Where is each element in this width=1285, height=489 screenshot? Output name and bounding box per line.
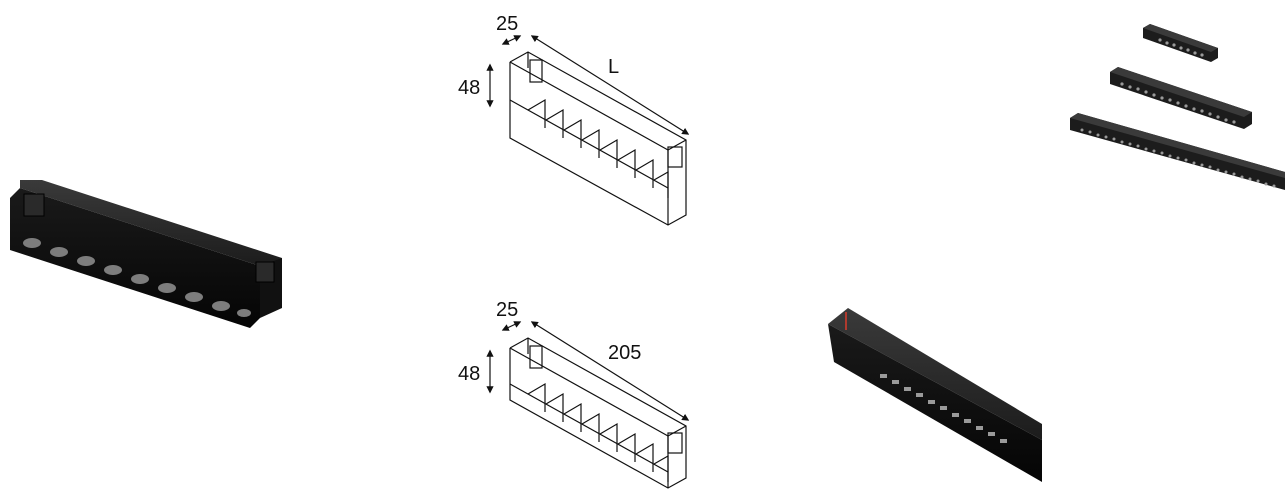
arrow-icon (501, 321, 522, 331)
drawing-bottom-width-label: 25 (496, 299, 518, 321)
fixture-variants (1070, 24, 1285, 190)
drawing-top-width-label: 25 (496, 13, 518, 35)
dimension-drawing-top (486, 35, 690, 226)
fixture-variant-short (1143, 24, 1218, 62)
fixture-photo-short (10, 180, 282, 328)
dimension-drawing-bottom (486, 321, 690, 489)
drawing-bottom-length-label: 205 (608, 342, 641, 364)
fixture-connector-right (255, 261, 275, 283)
drawing-top-height-label: 48 (458, 77, 480, 99)
arrow-icon (530, 35, 690, 135)
fixture-connector-left (23, 193, 45, 217)
drawing-top-length-label: L (608, 56, 619, 78)
arrow-icon (530, 321, 690, 421)
closeup-top-face (828, 308, 1042, 440)
fixture-top-face (20, 180, 282, 266)
fixture-variant-medium (1110, 67, 1252, 129)
fixture-led-row (23, 238, 251, 317)
fixture-variant-long (1070, 113, 1285, 190)
fixture-photo-closeup (828, 308, 1042, 482)
closeup-led-row (880, 374, 1007, 443)
arrow-icon (501, 35, 522, 45)
drawing-bottom-height-label: 48 (458, 363, 480, 385)
